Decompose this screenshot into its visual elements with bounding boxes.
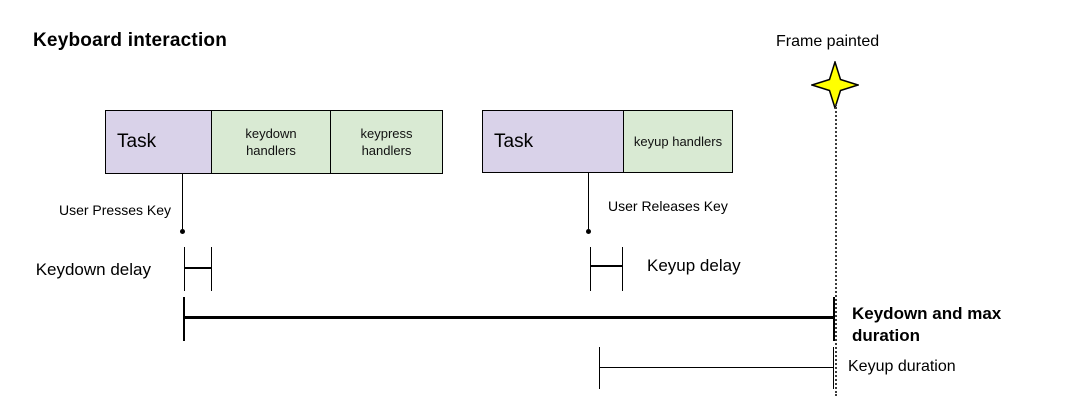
task-group-keyup: Task keyup handlers (482, 110, 733, 173)
keydown-max-duration-label: Keydown and max duration (852, 304, 1002, 345)
task-group-keydown: Task keydown handlers keypress handlers (105, 110, 443, 174)
keydown-duration-line-bar (185, 316, 833, 319)
task-label: Task (494, 130, 534, 152)
page-title: Keyboard interaction (33, 30, 228, 51)
keypress-handlers-label: keypress handlers (360, 126, 413, 158)
keyup-duration-label: Keyup duration (848, 358, 956, 375)
keydown-delay-marker-bar (185, 267, 211, 269)
user-presses-arrow-dot (179, 228, 185, 234)
user-presses-key-label: User Presses Key (58, 202, 171, 218)
keydown-handlers-label: keydown handlers (245, 126, 297, 158)
task-block: Task (106, 111, 211, 173)
user-presses-arrow-line (181, 174, 183, 229)
user-releases-arrow-dot (585, 228, 591, 234)
keydown-delay-marker (184, 247, 212, 291)
frame-painted-guideline (835, 104, 837, 396)
task-label: Task (117, 131, 157, 152)
frame-painted-label: Frame painted (776, 33, 880, 50)
four-point-star-icon (809, 59, 861, 111)
keydown-duration-line (183, 297, 835, 341)
keydown-handlers-block: keydown handlers (211, 111, 330, 173)
keyup-delay-marker (590, 247, 623, 291)
keypress-handlers-block: keypress handlers (330, 111, 442, 173)
keyup-duration-line (599, 347, 834, 389)
keyup-delay-label: Keyup delay (647, 256, 741, 275)
user-releases-arrow-line (587, 172, 589, 229)
task-block: Task (483, 111, 623, 172)
keyup-handlers-block: keyup handlers (623, 111, 732, 172)
keyup-handlers-label: keyup handlers (633, 134, 723, 149)
keydown-delay-label: Keydown delay (35, 260, 151, 279)
keyup-duration-line-bar (600, 366, 833, 368)
user-releases-key-label: User Releases Key (608, 198, 728, 214)
keyup-delay-marker-bar (591, 265, 622, 267)
